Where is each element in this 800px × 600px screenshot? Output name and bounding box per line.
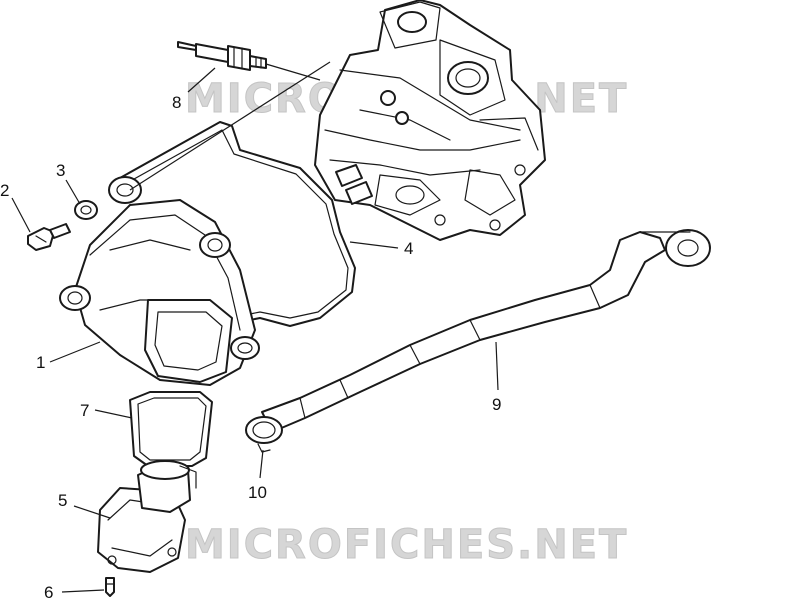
- callout-7: 7: [80, 401, 89, 420]
- callout-5: 5: [58, 491, 67, 510]
- leader-6: [61, 589, 105, 593]
- callout-2: 2: [0, 181, 9, 200]
- callout-6: 6: [44, 583, 53, 600]
- leader-1: [49, 341, 101, 363]
- callouts: 1 2 3 4 5 6 7 8 9 10: [0, 93, 501, 600]
- callout-4: 4: [404, 239, 413, 258]
- leader-plug-to-head: [265, 63, 321, 81]
- leader-lines: [11, 61, 499, 593]
- leader-4: [349, 241, 399, 249]
- screw: [105, 577, 115, 597]
- leader-8: [187, 67, 216, 93]
- cylinder-head: [314, 0, 546, 241]
- hose-clamp: [245, 416, 283, 453]
- o-ring-seal: [129, 391, 213, 467]
- leader-5: [73, 505, 111, 519]
- watermark-bottom: MICROFICHES.NET: [185, 522, 628, 568]
- flange-bolt: [27, 223, 71, 251]
- cover-gasket: [119, 121, 356, 327]
- sealing-washer: [74, 200, 98, 220]
- callout-10: 10: [248, 483, 267, 502]
- callout-9: 9: [492, 395, 501, 414]
- spark-plug: [177, 41, 267, 71]
- breather-hose: [261, 229, 711, 433]
- leader-7: [94, 409, 133, 419]
- valve-cover: [59, 176, 260, 386]
- leader-2: [11, 197, 31, 233]
- leader-10: [259, 449, 264, 479]
- callout-1: 1: [36, 353, 45, 372]
- callout-8: 8: [172, 93, 181, 112]
- leader-3: [65, 179, 81, 205]
- breather-housing: [97, 460, 197, 573]
- leader-cover-to-head: [129, 61, 331, 191]
- callout-3: 3: [56, 161, 65, 180]
- leader-9: [495, 341, 499, 391]
